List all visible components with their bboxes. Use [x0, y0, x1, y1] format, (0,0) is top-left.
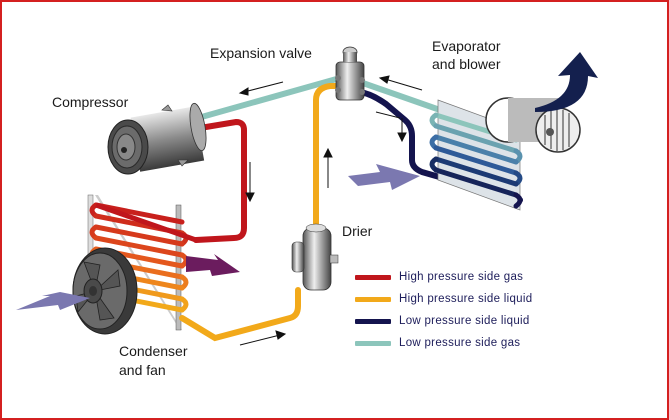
legend-item-low-pressure-liquid: Low pressure side liquid	[355, 310, 532, 332]
condenser-label-line1: Condenser	[119, 343, 188, 359]
flow-arrow-down-red	[245, 162, 255, 203]
high-pressure-gas-line	[193, 118, 247, 243]
legend-swatch	[355, 274, 391, 280]
evaporator-intake-air-arrow	[348, 164, 420, 190]
drier	[291, 223, 339, 291]
legend-swatch	[355, 318, 391, 324]
legend-label: High pressure side liquid	[399, 293, 533, 305]
legend-label: High pressure side gas	[399, 271, 524, 283]
fan-intake-air-arrow	[16, 292, 90, 310]
flow-arrow-to-drier	[239, 330, 287, 346]
legend-item-high-pressure-gas: High pressure side gas	[355, 266, 532, 288]
legend: High pressure side gas High pressure sid…	[355, 266, 532, 354]
flow-arrow-to-valve	[378, 75, 423, 91]
high-pressure-liquid-line	[179, 287, 301, 342]
high-pressure-liquid-line-up	[313, 83, 341, 231]
legend-item-low-pressure-gas: Low pressure side gas	[355, 332, 532, 354]
blower	[485, 97, 581, 153]
expansion-valve	[335, 46, 365, 101]
legend-label: Low pressure side gas	[399, 337, 521, 349]
condenser-label-line2: and fan	[119, 362, 166, 378]
evaporator-label-line2: and blower	[432, 56, 501, 72]
expansion-valve-label: Expansion valve	[210, 45, 312, 61]
condenser-hot-air-arrow	[186, 254, 240, 276]
flow-arrow-down-evap	[375, 111, 407, 143]
legend-swatch	[355, 340, 391, 346]
cool-air-arrow	[535, 52, 598, 112]
flow-arrows	[238, 75, 423, 346]
low-pressure-gas-line	[195, 75, 343, 121]
flow-arrow-up-yellow	[323, 147, 333, 188]
flow-arrow-to-compressor	[238, 81, 284, 96]
low-pressure-liquid-line	[357, 89, 523, 203]
condenser-fan	[72, 247, 138, 335]
evaporator-label-line1: Evaporator	[432, 38, 501, 54]
legend-label: Low pressure side liquid	[399, 315, 530, 327]
compressor	[107, 102, 207, 175]
legend-swatch	[355, 296, 391, 302]
compressor-label: Compressor	[52, 94, 129, 110]
drier-label: Drier	[342, 223, 373, 239]
legend-item-high-pressure-liquid: High pressure side liquid	[355, 288, 532, 310]
